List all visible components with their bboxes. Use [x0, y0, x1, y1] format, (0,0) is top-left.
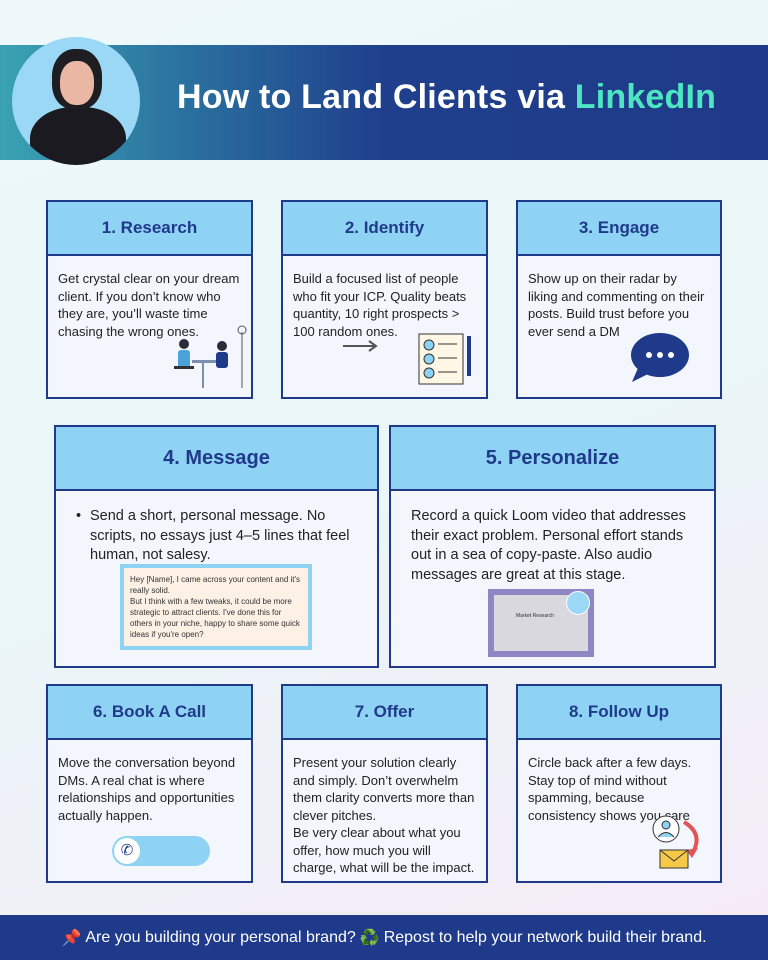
step-body: Show up on their radar by liking and com…	[528, 271, 705, 339]
example-dm-message: Hey [Name], I came across your content a…	[120, 564, 312, 650]
meeting-illustration-icon	[174, 325, 247, 388]
step-book-call-card: 6. Book A Call Move the conversation bey…	[46, 684, 253, 883]
bullet: •	[76, 508, 82, 524]
step-title: 8. Follow Up	[518, 686, 720, 740]
step-title: 1. Research	[48, 202, 251, 256]
step-title: 2. Identify	[283, 202, 486, 256]
step-identify-card: 2. Identify Build a focused list of peop…	[281, 200, 488, 399]
step-title: 6. Book A Call	[48, 686, 251, 740]
footer-question: Are you building your personal brand?	[85, 928, 356, 946]
step-engage-card: 3. Engage Show up on their radar by liki…	[516, 200, 722, 399]
prospect-list-icon	[343, 333, 471, 385]
footer-cta: Repost to help your network build their …	[383, 928, 707, 946]
loom-video-thumbnail[interactable]: Market Research	[488, 589, 594, 657]
step-body: Circle back after a few days. Stay top o…	[528, 755, 692, 823]
step-title: 7. Offer	[283, 686, 486, 740]
recycle-icon: ♻️	[359, 929, 380, 947]
page-title: How to Land Clients via LinkedIn	[177, 78, 717, 116]
step-title: 3. Engage	[518, 202, 720, 256]
step-title: 4. Message	[56, 427, 377, 491]
step-follow-up-card: 8. Follow Up Circle back after a few day…	[516, 684, 722, 883]
step-research-card: 1. Research Get crystal clear on your dr…	[46, 200, 253, 399]
chat-bubble-icon	[631, 333, 689, 382]
step-body: Move the conversation beyond DMs. A real…	[58, 755, 236, 823]
step-offer-card: 7. Offer Present your solution clearly a…	[281, 684, 488, 883]
step-body: Present your solution clearly and simply…	[293, 755, 475, 875]
step-body: Record a quick Loom video that addresses…	[411, 508, 686, 583]
author-avatar	[12, 37, 140, 165]
footer-banner: 📌 Are you building your personal brand? …	[0, 915, 768, 960]
step-personalize-card: 5. Personalize Record a quick Loom video…	[389, 425, 716, 668]
presenter-avatar	[566, 591, 590, 615]
step-body: Get crystal clear on your dream client. …	[58, 271, 240, 339]
step-body: Send a short, personal message. No scrip…	[90, 508, 350, 563]
step-title: 5. Personalize	[391, 427, 714, 491]
call-toggle[interactable]: ✆	[112, 836, 210, 866]
step-body: Build a focused list of people who fit y…	[293, 271, 467, 339]
follow-up-icon	[652, 815, 699, 869]
pin-icon: 📌	[61, 929, 82, 947]
phone-icon: ✆	[114, 838, 140, 864]
